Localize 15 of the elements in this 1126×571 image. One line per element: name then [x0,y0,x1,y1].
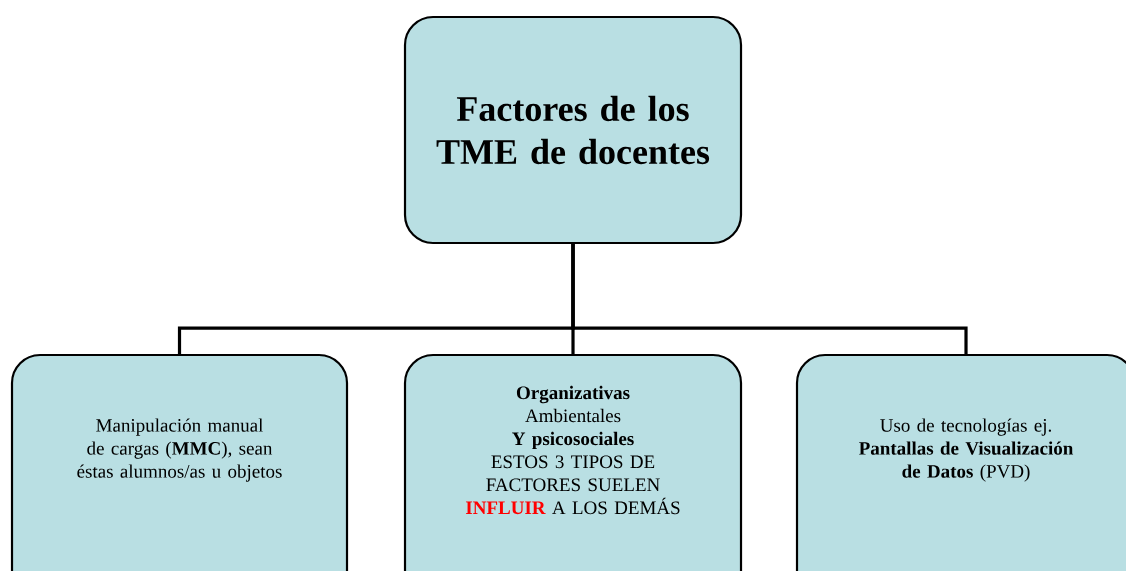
node-label: Ambientales [525,408,621,423]
factor-box [403,353,743,571]
node-label: ESTOS 3 TIPOS DE FACTORES SUELEN [486,455,660,492]
node-label: Organizativas [516,385,630,404]
box-text: Manipulación manual de cargas (MMC), sean éstas alumnos/as u objetos [77,418,282,482]
box-text: Uso de tecnologías ej. Pantallas de Visualización de Datos (PVD) [859,418,1074,482]
box-text: Organizativas Ambientales Y psicosociales ESTOS 3 TIPOS DE FACTORES SUELEN INFLUIR A LOS DEMÁS [465,385,680,515]
factor-box [795,353,1126,571]
connector-line [571,242,968,356]
node-label: INFLUIR [465,501,546,515]
factor-box [10,353,349,571]
node-label: A LOS DEMÁS [552,497,680,515]
box-text: Factores de los TME de docentes [436,95,710,165]
node-label: Y psicosociales [512,431,634,450]
title-box [403,15,743,245]
